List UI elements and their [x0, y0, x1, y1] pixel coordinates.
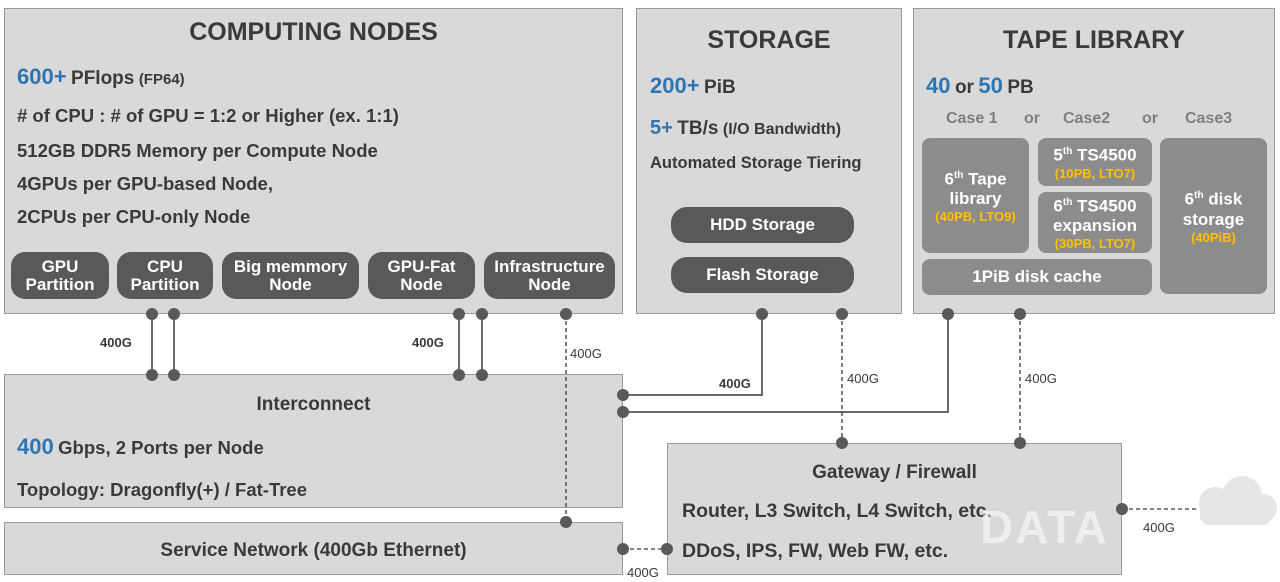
port-dot	[168, 308, 180, 320]
port-dot	[476, 308, 488, 320]
link-storage-interconnect	[623, 314, 763, 396]
port-dot	[168, 369, 180, 381]
infrastructure-node: Infrastructure Node	[484, 252, 615, 299]
case-1-label: Case 1	[946, 110, 998, 127]
link-label-400g: 400G	[719, 376, 751, 391]
port-dot	[1014, 308, 1026, 320]
data-watermark: DATA	[980, 501, 1109, 553]
interconnect-title: Interconnect	[256, 394, 371, 415]
link-label-400g: 400G	[847, 371, 879, 386]
ts4500-5th: 5th TS4500 (10PB, LTO7)	[1038, 138, 1152, 186]
computing-line-ratio: # of CPU : # of GPU = 1:2 or Higher (ex.…	[17, 105, 399, 126]
port-dot	[146, 369, 158, 381]
perf-note: (FP64)	[138, 71, 185, 88]
or-label-1: or	[1024, 110, 1040, 127]
link-label-400g: 400G	[570, 346, 602, 361]
computing-nodes-title: COMPUTING NODES	[189, 18, 438, 46]
port-dot	[617, 543, 629, 555]
storage-capacity: 200+ PiB	[650, 73, 736, 98]
case-2-label: Case2	[1063, 110, 1111, 127]
port-dot	[942, 308, 954, 320]
case-3-label: Case3	[1185, 110, 1233, 127]
tape-library-6th: 6th Tape library (40PB, LTO9)	[922, 138, 1029, 253]
hdd-storage: HDD Storage	[671, 207, 854, 243]
service-network-panel	[4, 522, 623, 575]
link-label-400g: 400G	[1025, 371, 1057, 386]
interconnect-panel	[4, 374, 623, 508]
port-dot	[1116, 503, 1128, 515]
port-dot	[756, 308, 768, 320]
flash-storage: Flash Storage	[671, 257, 854, 293]
gpu-partition-node: GPU Partition	[11, 252, 109, 299]
gateway-title: Gateway / Firewall	[812, 462, 977, 483]
perf-unit: PFlops	[71, 68, 135, 89]
link-label-400g: 400G	[1143, 520, 1175, 535]
port-dot	[661, 543, 673, 555]
port-dot	[476, 369, 488, 381]
link-label-400g: 400G	[412, 335, 444, 350]
or-label-2: or	[1142, 110, 1158, 127]
port-dot	[146, 308, 158, 320]
computing-perf: 600+ PFlops (FP64)	[17, 64, 185, 90]
storage-tiering: Automated Storage Tiering	[650, 154, 862, 172]
tape-capacity: 40 or 50 PB	[926, 73, 1034, 98]
computing-line-gpus: 4GPUs per GPU-based Node,	[17, 173, 273, 194]
port-dot	[1014, 437, 1026, 449]
service-network-title: Service Network (400Gb Ethernet)	[160, 540, 467, 561]
computing-line-memory: 512GB DDR5 Memory per Compute Node	[17, 140, 378, 161]
port-dot	[453, 308, 465, 320]
gateway-line-1: Router, L3 Switch, L4 Switch, etc.	[682, 500, 992, 522]
port-dot	[836, 308, 848, 320]
gateway-firewall-panel	[667, 443, 1122, 575]
big-memory-node: Big memmory Node	[222, 252, 359, 299]
cloud-icon	[1199, 476, 1277, 525]
tape-library-title: TAPE LIBRARY	[1003, 26, 1185, 54]
port-dot	[560, 308, 572, 320]
gateway-line-2: DDoS, IPS, FW, Web FW, etc.	[682, 540, 949, 562]
disk-storage-6th: 6th disk storage (40PiB)	[1160, 138, 1267, 294]
interconnect-speed: 400 Gbps, 2 Ports per Node	[17, 434, 264, 459]
port-dot	[836, 437, 848, 449]
storage-bandwidth: 5+ TB/s (I/O Bandwidth)	[650, 117, 842, 139]
link-label-400g: 400G	[100, 335, 132, 350]
interconnect-topology: Topology: Dragonfly(+) / Fat-Tree	[17, 479, 308, 500]
cpu-partition-node: CPU Partition	[117, 252, 213, 299]
port-dot	[617, 389, 629, 401]
link-label-400g: 400G	[627, 565, 659, 580]
disk-cache: 1PiB disk cache	[922, 259, 1152, 295]
port-dot	[453, 369, 465, 381]
port-dot	[617, 406, 629, 418]
gpu-fat-node: GPU-Fat Node	[368, 252, 475, 299]
port-dot	[560, 516, 572, 528]
perf-value: 600+	[17, 64, 67, 89]
computing-line-cpus: 2CPUs per CPU-only Node	[17, 206, 251, 227]
link-tape-interconnect	[623, 314, 949, 413]
storage-title: STORAGE	[707, 26, 831, 54]
ts4500-6th-expansion: 6th TS4500 expansion (30PB, LTO7)	[1038, 192, 1152, 253]
